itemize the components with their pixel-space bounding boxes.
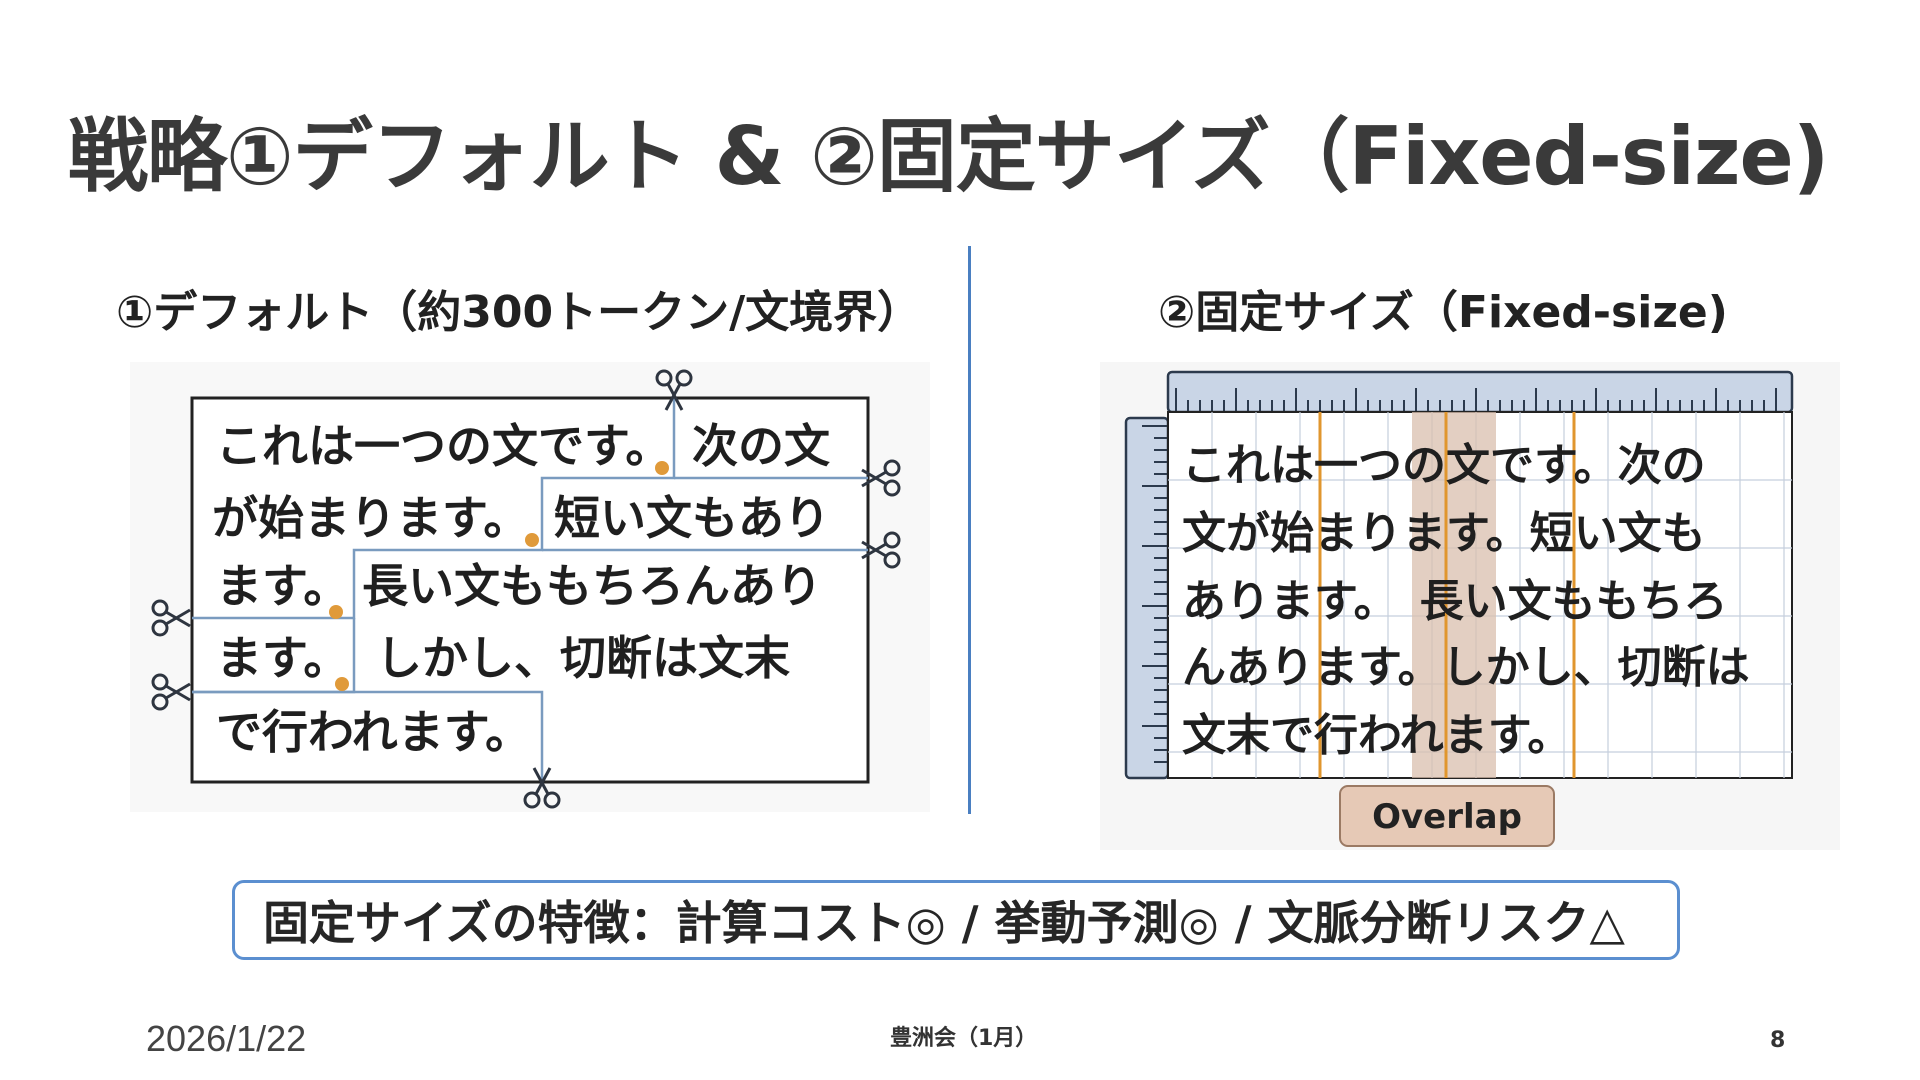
default-chunking-diagram: これは一つの文です。 次の文 が始まります。 短い文もあり ます。 長い文ももち…: [130, 362, 930, 812]
overlap-label: Overlap: [1372, 797, 1522, 837]
left-line-1a: これは一つの文です。: [216, 419, 671, 473]
sentence-end-dot: [329, 605, 343, 619]
left-ruler: [1126, 418, 1168, 778]
left-line-5a: で行われます。: [216, 705, 531, 759]
left-heading: ①デフォルト（約300トークン/文境界）: [116, 276, 921, 340]
slide-title: 戦略①デフォルト & ②固定サイズ（Fixed-size): [68, 92, 1828, 208]
top-ruler: [1168, 372, 1792, 412]
left-line-4b: しかし、切断は文末: [376, 631, 790, 685]
right-heading: ②固定サイズ（Fixed-size): [1158, 276, 1728, 340]
right-line-2: 文が始まります。短い文も: [1182, 508, 1706, 559]
summary-note-box: 固定サイズの特徴：計算コスト◎ / 挙動予測◎ / 文脈分断リスク△: [232, 880, 1680, 960]
sentence-end-dot: [525, 533, 539, 547]
left-line-2a: が始まります。: [212, 491, 529, 545]
sentence-end-dot: [335, 677, 349, 691]
sentence-end-dot: [655, 461, 669, 475]
scissors-icon: [153, 601, 190, 635]
center-divider: [968, 246, 971, 814]
left-line-2b: 短い文もあり: [554, 491, 830, 545]
fixed-size-chunking-diagram: これは一つの文です。次の 文が始まります。短い文も あります。 長い文ももちろ …: [1100, 362, 1840, 850]
left-line-4a: ます。: [216, 631, 349, 685]
left-line-3b: 長い文ももちろんあり: [362, 559, 822, 613]
right-line-3: あります。 長い文ももちろ: [1182, 576, 1728, 627]
right-line-1: これは一つの文です。次の: [1182, 440, 1706, 491]
footer-center-text: 豊洲会（1月）: [890, 1020, 1037, 1052]
left-line-3a: ます。: [216, 559, 349, 613]
right-line-4: んあります。しかし、切断は: [1182, 642, 1750, 693]
footer-date: 2026/1/22: [146, 1018, 306, 1060]
right-line-5: 文末で行われます。: [1182, 710, 1571, 761]
left-line-1b: 次の文: [692, 419, 830, 473]
summary-note: 固定サイズの特徴：計算コスト◎ / 挙動予測◎ / 文脈分断リスク△: [263, 887, 1625, 953]
scissors-icon: [153, 675, 190, 709]
page-number: 8: [1770, 1028, 1785, 1053]
